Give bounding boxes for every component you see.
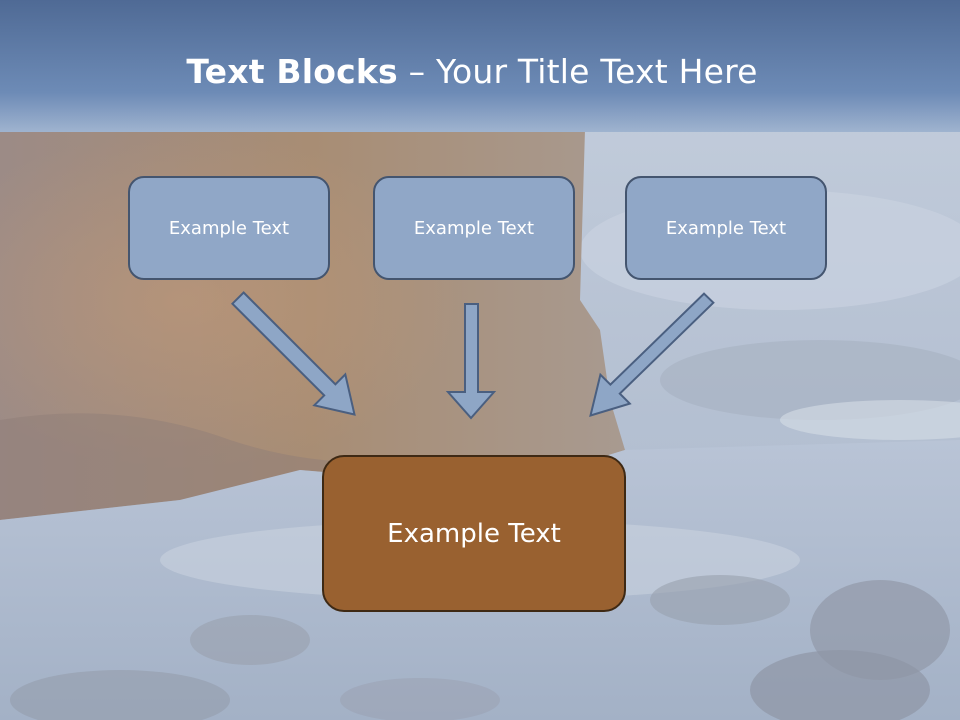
arrow-left <box>230 291 356 416</box>
title-bold: Text Blocks <box>186 52 398 91</box>
text-block-3[interactable]: Example Text <box>625 176 827 280</box>
text-block-2[interactable]: Example Text <box>373 176 575 280</box>
arrow-right <box>589 292 715 417</box>
text-block-1-label: Example Text <box>168 217 290 239</box>
text-block-3-label: Example Text <box>665 217 787 239</box>
text-block-2-label: Example Text <box>413 217 535 239</box>
arrow-center <box>445 303 497 420</box>
title-regular: Your Title Text Here <box>435 52 758 91</box>
result-block-label: Example Text <box>387 518 561 549</box>
result-block[interactable]: Example Text <box>322 455 626 612</box>
slide-title: Text Blocks – Your Title Text Here <box>0 52 944 91</box>
text-block-1[interactable]: Example Text <box>128 176 330 280</box>
title-dash: – <box>397 52 436 91</box>
